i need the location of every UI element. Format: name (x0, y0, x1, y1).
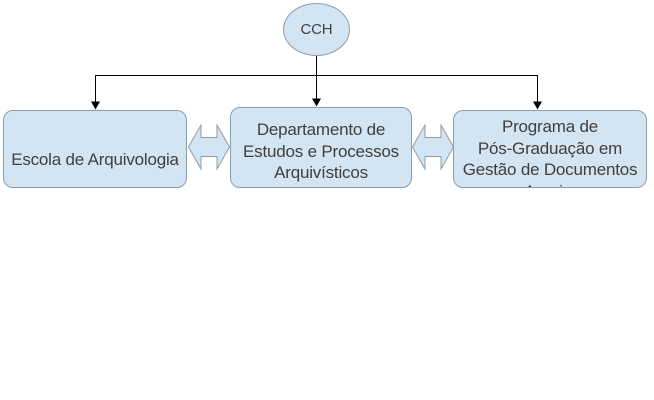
arrow-down-icon (312, 98, 321, 107)
node-label-line: Escola de Arquivologia (11, 150, 179, 169)
node-label-line-clipped: e Arquivos (454, 181, 646, 188)
node-label: CCH (300, 21, 333, 38)
node-label: Programa de Pós-Graduação em Gestão de D… (454, 116, 646, 188)
node-cch: CCH (283, 3, 350, 56)
node-programa-pos-graduacao: Programa de Pós-Graduação em Gestão de D… (453, 110, 647, 188)
node-label-line: Programa de (501, 117, 599, 136)
arrow-down-icon (533, 101, 542, 110)
node-label-line: Departamento de (256, 120, 386, 139)
connector-line (95, 55, 538, 102)
node-label-line: Estudos e Processos (243, 141, 399, 161)
left-right-arrow-icon (412, 124, 454, 170)
left-right-arrow-icon (188, 124, 230, 170)
node-departamento-estudos: Departamento de Estudos e Processos Arqu… (230, 107, 412, 188)
node-label-line: Pós-Graduação em (477, 138, 623, 158)
node-escola-arquivologia: Escola de Arquivologia (3, 110, 187, 188)
arrow-down-icon (91, 101, 100, 110)
node-label-line: Gestão de Documentos (462, 160, 638, 179)
node-label: Departamento de Estudos e Processos Arqu… (231, 119, 411, 184)
node-label-line: Arquivísticos (274, 163, 368, 182)
node-label: Escola de Arquivologia (4, 149, 186, 171)
